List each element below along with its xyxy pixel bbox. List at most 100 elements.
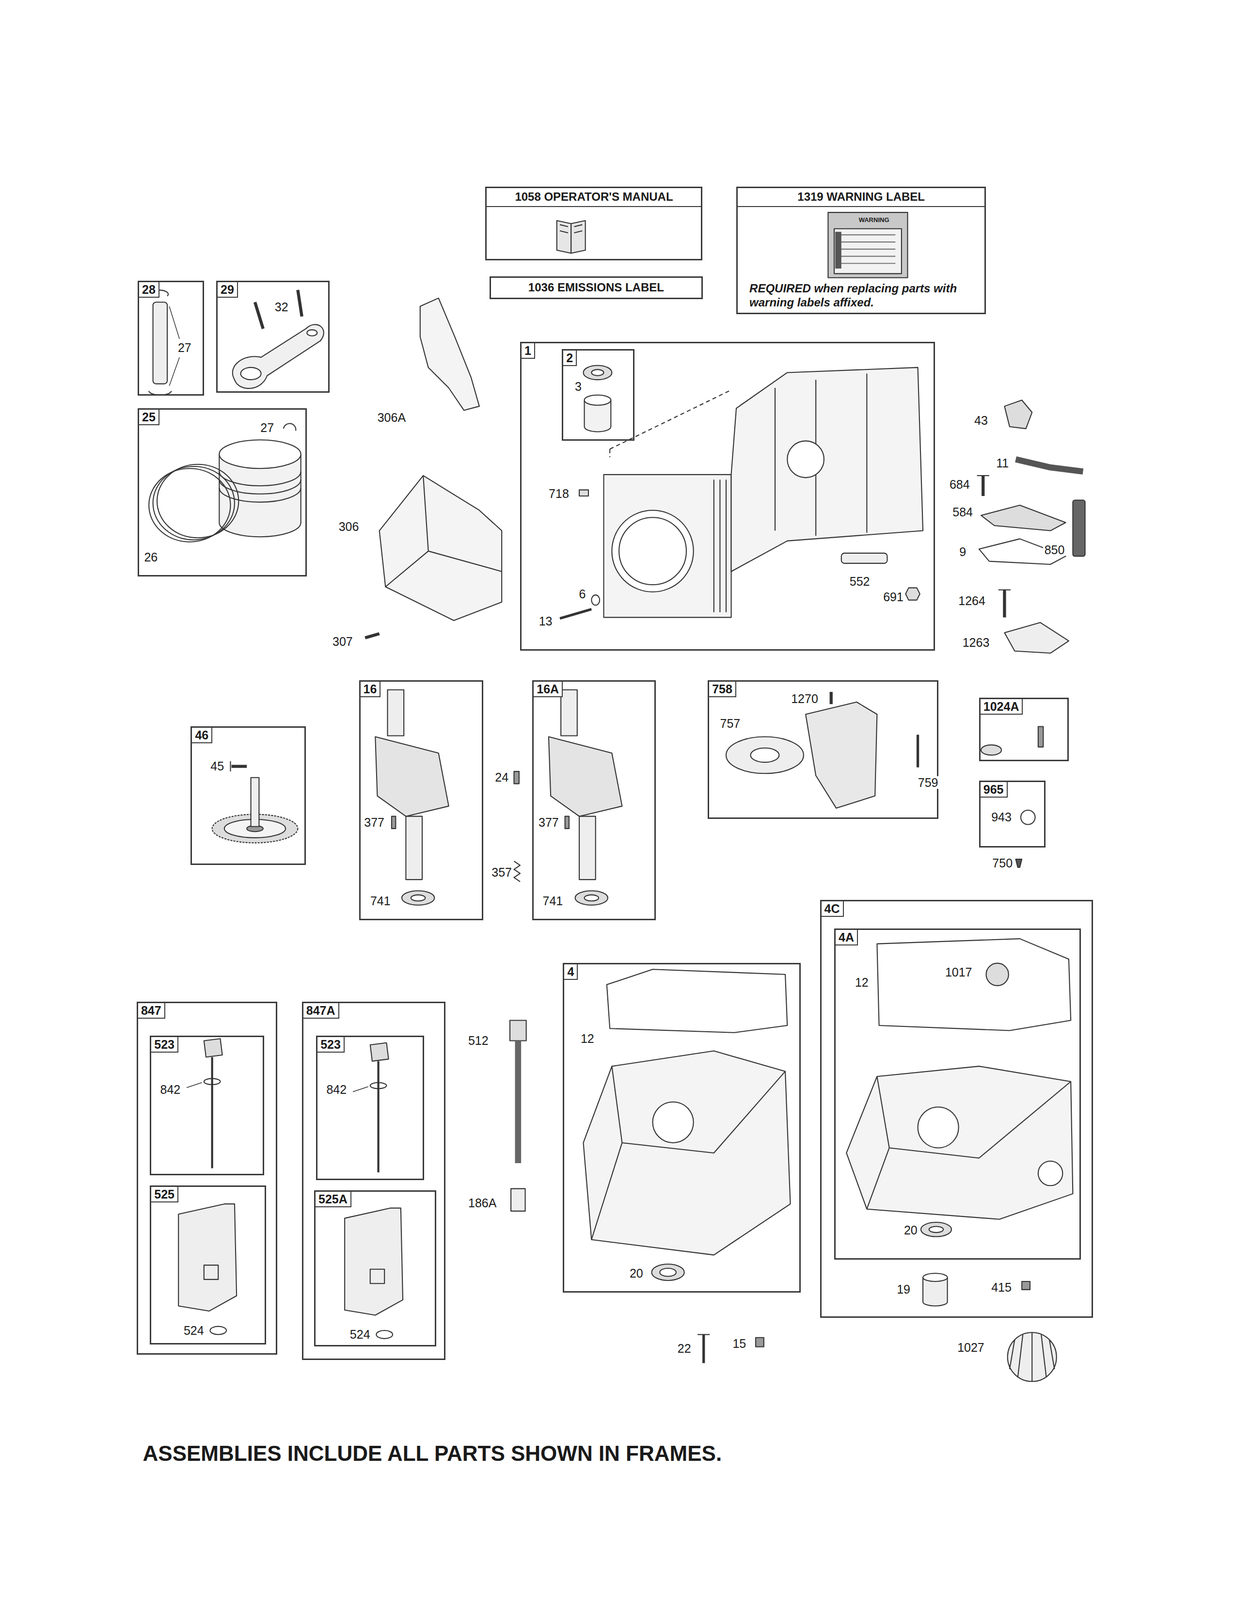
oil-sump [929,1225,944,1233]
callout-number: 13 [538,614,554,628]
assembly-frame: 16 [359,680,484,920]
callout-number: 19 [895,1282,912,1296]
assembly-frame: 46 [190,726,306,865]
assembly-frame: 4 [562,962,801,1293]
label-note: REQUIRED when replacing parts with warni… [737,279,985,313]
callout-number: 1264 [957,594,987,607]
frame-number: 523 [151,1036,179,1053]
oil-sump [606,968,788,1032]
piston-and-rings [153,466,235,540]
dipstick-and-tube [370,1268,385,1284]
governor-parts [916,734,920,767]
frame-number: 847 [138,1002,166,1019]
dipstick-and-tube [370,1042,389,1062]
frame-number: 2 [563,350,577,366]
assembly-frame: 525A [314,1189,437,1347]
cylinder-block [618,517,687,585]
breather-parts [977,399,1086,653]
dipstick-and-tube [370,1082,387,1089]
assembly-frame: 523 [316,1035,425,1181]
breather-parts [998,589,1011,591]
piston-and-rings [157,464,239,538]
loose-hardware [697,1331,1057,1381]
governor-parts [829,691,833,704]
callout-number: 584 [951,505,974,519]
callout-number: 552 [848,574,872,588]
callout-number: 850 [1043,543,1066,556]
oil-sump [583,968,791,1281]
callout-number: 43 [973,413,989,427]
valve-parts [1015,858,1023,868]
callout-number: 1263 [961,635,991,649]
label-box: 1058 OPERATOR'S MANUAL [485,186,703,260]
manual-book-icon [556,220,586,254]
loose-hardware [1009,1331,1055,1381]
assembly-frame: 523 525 847 [136,1001,278,1355]
frame-number: 4A [835,929,858,946]
warning-sticker [827,212,908,278]
breather-parts [1015,459,1084,472]
label-box: 1319 WARNING LABELREQUIRED when replacin… [736,186,986,315]
oil-sump [583,1050,791,1255]
callout-number: 741 [369,894,392,907]
crankshaft [548,736,622,817]
cylinder-block [579,489,589,496]
assembly-frame: 2 [561,348,634,441]
assembly-frame: 16A [532,680,656,920]
oil-sump [1038,1160,1063,1186]
dipstick-and-tube [352,1086,369,1092]
assembly-frame: 28 [137,280,205,397]
breather-parts [1004,399,1032,429]
cylinder-block [905,587,920,600]
label-heading: 1036 EMISSIONS LABEL [491,278,702,297]
dipstick-tube [510,1188,525,1211]
callout-number: 415 [990,1280,1013,1294]
oil-sump [922,1272,948,1282]
cylinder-block [841,553,888,564]
frame-number: 525 [151,1186,179,1203]
connecting-rod [232,324,324,389]
frame-number: 847A [303,1002,340,1019]
dipstick-and-tube [204,1077,221,1085]
dipstick-and-tube [186,1082,203,1088]
callout-number: 11 [995,456,1010,470]
callout-number: 12 [854,975,870,989]
callout-number: 750 [991,856,1014,870]
crankshaft [375,736,449,817]
frame-number: 965 [980,781,1008,798]
callout-number: 1017 [944,965,974,979]
crankshaft [575,890,608,905]
cylinder-block [559,367,923,619]
callout-number: 27 [259,420,275,434]
loose-hardware [1007,1331,1057,1381]
warning-text: WARNING [857,217,891,224]
assembly-frame: 523 [149,1035,265,1175]
frame-number: 523 [317,1036,345,1053]
oil-sump [866,1076,1071,1209]
callout-number: 6 [577,586,587,600]
frame-number: 46 [191,727,213,744]
oil-sump [986,963,1009,986]
piston-and-rings [219,439,301,469]
cam-gear [212,760,299,843]
cam-gear [231,764,248,768]
cam-bearing [584,395,612,406]
callout-number: 512 [467,1033,490,1047]
dipstick-and-tube [376,1330,393,1339]
blower-housing-shroud [385,475,502,587]
cylinder-block [731,367,924,572]
blower-housing-shroud [379,475,502,621]
callout-number: 24 [493,770,510,784]
crankshaft [411,894,426,902]
small-pins [513,771,520,784]
crankshaft [401,890,435,905]
assembly-frame: 525 [149,1185,267,1345]
piston-and-rings [219,471,301,503]
loose-hardware [697,1333,710,1335]
callout-number: 3 [573,380,583,393]
callout-number: 15 [731,1336,747,1350]
dipstick-and-tube [178,1203,237,1311]
cylinder-block [775,373,867,537]
callout-number: 943 [990,810,1013,824]
crankshaft [560,689,578,736]
